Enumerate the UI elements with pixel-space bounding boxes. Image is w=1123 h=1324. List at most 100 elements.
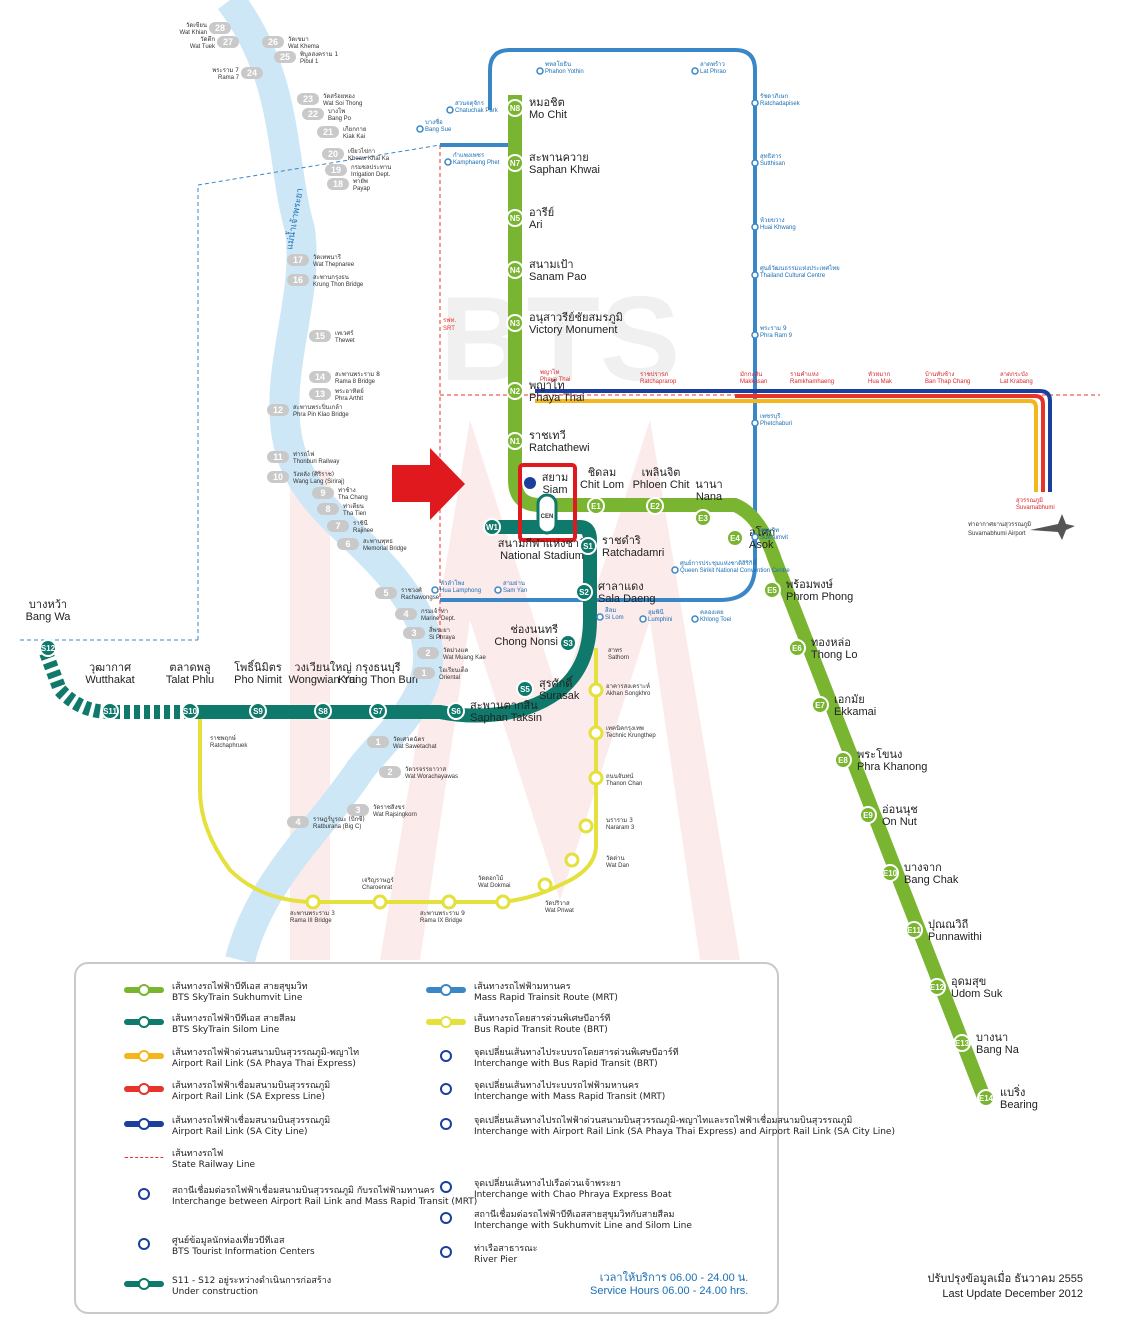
pier-21[interactable]: 7 — [327, 520, 349, 532]
station-suk-16[interactable]: E10 — [881, 864, 899, 882]
pier-4[interactable]: 24 — [241, 67, 263, 79]
pier-20[interactable]: 8 — [317, 503, 339, 515]
station-marker — [39, 639, 57, 657]
station-suk-0[interactable]: N8 — [506, 99, 524, 117]
pier-8[interactable]: 20 — [322, 148, 344, 160]
pier-marker — [347, 804, 369, 816]
arl-station-th: ราชปรารภ — [640, 371, 668, 378]
pier-3[interactable]: 25 — [274, 51, 296, 63]
pier-19[interactable]: 9 — [312, 487, 334, 499]
arl-station-th: มักกะสัน — [740, 371, 762, 378]
station-suk-8[interactable]: E2 — [646, 497, 664, 515]
station-siam[interactable]: CEN — [536, 493, 558, 535]
station-code: N7 — [510, 159, 521, 168]
arl-station-en: Hua Mak — [868, 379, 893, 385]
station-suk-13[interactable]: E7 — [811, 696, 829, 714]
pier-number: 3 — [411, 628, 416, 638]
station-sil-1[interactable]: S1 — [579, 537, 597, 555]
station-sil-3[interactable]: S3 — [559, 634, 577, 652]
pier-15[interactable]: 13 — [309, 388, 331, 400]
pier-5[interactable]: 23 — [297, 93, 319, 105]
pier-7[interactable]: 21 — [317, 126, 339, 138]
mrt-station-en: Sutthisan — [760, 161, 785, 167]
station-suk-20[interactable]: E14 — [977, 1089, 995, 1107]
station-suk-9[interactable]: E3 — [694, 509, 712, 527]
station-sil-7[interactable]: S8 — [314, 702, 332, 720]
station-suk-17[interactable]: E11 — [905, 921, 923, 939]
pier-25[interactable]: 3 — [403, 627, 425, 639]
station-sil-2[interactable]: S2 — [575, 583, 593, 601]
pier-0[interactable]: 28 — [209, 22, 231, 34]
silom-label-th: วุฒากาศ — [89, 661, 131, 674]
station-suk-7[interactable]: E1 — [587, 497, 605, 515]
station-suk-5[interactable]: N2 — [506, 382, 524, 400]
pier-29[interactable]: 2 — [379, 766, 401, 778]
legend-item: จุดเปลี่ยนเส้นทางไปรถไฟฟ้าด่วนสนามบินสุว… — [426, 1116, 895, 1138]
legend-th: เส้นทางรถไฟฟ้าบีทีเอส สายสุขุมวิท — [172, 982, 308, 992]
station-suk-19[interactable]: E13 — [953, 1034, 971, 1052]
brt-line — [198, 648, 598, 904]
pier-24[interactable]: 4 — [395, 608, 417, 620]
pier-16[interactable]: 12 — [267, 404, 289, 416]
pier-marker — [297, 93, 319, 105]
last-update: ปรับปรุงข้อมูลเมื่อ ธันวาคม 2555 Last Up… — [870, 1272, 1083, 1302]
station-suk-10[interactable]: E4 — [726, 529, 744, 547]
station-suk-15[interactable]: E9 — [859, 806, 877, 824]
station-sil-11[interactable]: S12 — [39, 639, 57, 657]
pier-31[interactable]: 4 — [287, 816, 309, 828]
pier-12[interactable]: 16 — [287, 274, 309, 286]
sukhumvit-label-en: Thong Lo — [811, 649, 857, 661]
station-sil-0[interactable]: W1 — [483, 518, 501, 536]
station-sil-5[interactable]: S6 — [447, 702, 465, 720]
pier-27[interactable]: 1 — [413, 667, 435, 679]
pier-23[interactable]: 5 — [375, 587, 397, 599]
pier-number: 7 — [335, 521, 340, 531]
station-sil-9[interactable]: S10 — [181, 702, 199, 720]
station-suk-11[interactable]: E5 — [763, 581, 781, 599]
pier-17[interactable]: 11 — [267, 451, 289, 463]
pier-9[interactable]: 19 — [325, 164, 347, 176]
station-sil-4[interactable]: S5 — [516, 680, 534, 698]
arl-station-en: Lat Krabang — [1000, 379, 1033, 385]
pier-marker — [267, 471, 289, 483]
station-marker — [101, 702, 119, 720]
pier-26[interactable]: 2 — [417, 647, 439, 659]
station-suk-14[interactable]: E8 — [834, 751, 852, 769]
arl-station-th: สุวรรณภูมิ — [1016, 497, 1043, 504]
mrt-station-th: บางซื่อ — [425, 118, 443, 126]
station-code: S8 — [318, 707, 328, 716]
mrt-station-en: Bang Sue — [425, 127, 452, 133]
pier-30[interactable]: 3 — [347, 804, 369, 816]
station-suk-1[interactable]: N7 — [506, 154, 524, 172]
pier-2[interactable]: 26 — [262, 36, 284, 48]
pier-label-th: วัดม่วงแค — [443, 647, 468, 654]
pier-1[interactable]: 27 — [217, 36, 239, 48]
pier-14[interactable]: 14 — [309, 371, 331, 383]
station-suk-6[interactable]: N1 — [506, 432, 524, 450]
legend-swatch — [124, 982, 164, 998]
pier-13[interactable]: 15 — [309, 330, 331, 342]
arl-station-en: Phaya Thai — [540, 377, 570, 383]
pier-11[interactable]: 17 — [287, 254, 309, 266]
pier-label-th: โอเรียนเต็ล — [439, 665, 469, 674]
pier-22[interactable]: 6 — [337, 538, 359, 550]
station-suk-4[interactable]: N3 — [506, 314, 524, 332]
pier-label-th: สะพานพระปิ่นเกล้า — [293, 403, 342, 411]
station-marker — [859, 806, 877, 824]
station-sil-10[interactable]: S11 — [101, 702, 119, 720]
pier-6[interactable]: 22 — [302, 108, 324, 120]
mrt-station-en: Lat Phrao — [700, 69, 727, 75]
pier-28[interactable]: 1 — [367, 736, 389, 748]
pier-label-th: ราชินี — [353, 519, 368, 527]
pier-10[interactable]: 18 — [327, 178, 349, 190]
station-sil-8[interactable]: S9 — [249, 702, 267, 720]
pier-marker — [413, 667, 435, 679]
pier-18[interactable]: 10 — [267, 471, 289, 483]
station-suk-18[interactable]: E12 — [928, 978, 946, 996]
mrt-station-th: สีลม — [605, 606, 617, 614]
station-sil-6[interactable]: S7 — [369, 702, 387, 720]
station-suk-12[interactable]: E6 — [788, 639, 806, 657]
station-suk-2[interactable]: N5 — [506, 209, 524, 227]
station-suk-3[interactable]: N4 — [506, 261, 524, 279]
